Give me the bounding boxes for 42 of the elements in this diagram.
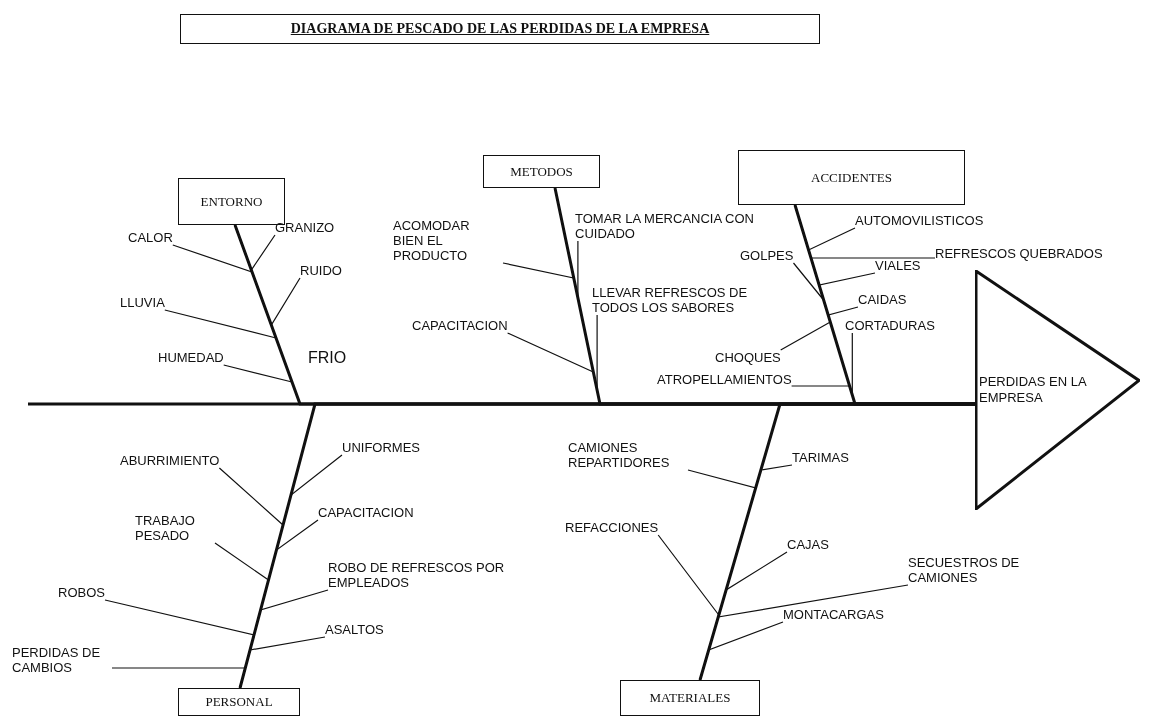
cause-label: CAJAS xyxy=(787,537,829,552)
cause-label: ROBO DE REFRESCOS POR EMPLEADOS xyxy=(328,560,538,590)
cause-label: CAPACITACION xyxy=(412,318,508,333)
cause-label: CAIDAS xyxy=(858,292,907,307)
cause-label: TOMAR LA MERCANCIA CON CUIDADO xyxy=(575,211,775,241)
cause-label: RUIDO xyxy=(300,263,342,278)
leader-line xyxy=(223,224,293,383)
cause-label: FRIO xyxy=(308,350,347,365)
effect-triangle: PERDIDAS EN LA EMPRESA xyxy=(975,270,1140,510)
category-box: METODOS xyxy=(483,155,600,188)
cause-label: AUTOMOVILISTICOS xyxy=(855,213,984,228)
leader-line xyxy=(507,187,595,374)
cause-label: REFACCIONES xyxy=(565,520,659,535)
cause-label: CAPACITACION xyxy=(318,505,414,520)
category-box: ACCIDENTES xyxy=(738,150,965,205)
cause-label: UNIFORMES xyxy=(342,440,420,455)
category-box: ENTORNO xyxy=(178,178,285,225)
cause-label: SECUESTROS DE CAMIONES xyxy=(908,555,1068,585)
cause-label: ASALTOS xyxy=(325,622,384,637)
cause-label: TRABAJO PESADO xyxy=(135,513,215,543)
cause-label: CAMIONES REPARTIDORES xyxy=(568,440,688,470)
cause-label: VIALES xyxy=(875,258,921,273)
cause-label: TARIMAS xyxy=(792,450,849,465)
category-box: MATERIALES xyxy=(620,680,760,716)
cause-label: ROBOS xyxy=(58,585,105,600)
cause-label: LLEVAR REFRESCOS DE TODOS LOS SABORES xyxy=(592,285,777,315)
category-box: PERSONAL xyxy=(178,688,300,716)
cause-label: CORTADURAS xyxy=(845,318,935,333)
cause-label: LLUVIA xyxy=(120,295,165,310)
cause-label: MONTACARGAS xyxy=(783,607,884,622)
cause-label: ATROPELLAMIENTOS xyxy=(657,372,792,387)
cause-label: ABURRIMIENTO xyxy=(120,453,220,468)
cause-label: GOLPES xyxy=(740,248,794,263)
cause-label: ACOMODAR BIEN EL PRODUCTO xyxy=(393,218,503,263)
cause-label: HUMEDAD xyxy=(158,350,224,365)
cause-label: PERDIDAS DE CAMBIOS xyxy=(12,645,112,675)
bone-line xyxy=(698,402,975,681)
title: DIAGRAMA DE PESCADO DE LAS PERDIDAS DE LA EMPRESA xyxy=(180,14,820,44)
cause-label: CHOQUES xyxy=(715,350,781,365)
cause-label: CALOR xyxy=(128,230,173,245)
leader-line xyxy=(699,621,784,681)
cause-label: REFRESCOS QUEBRADOS xyxy=(935,246,1103,261)
